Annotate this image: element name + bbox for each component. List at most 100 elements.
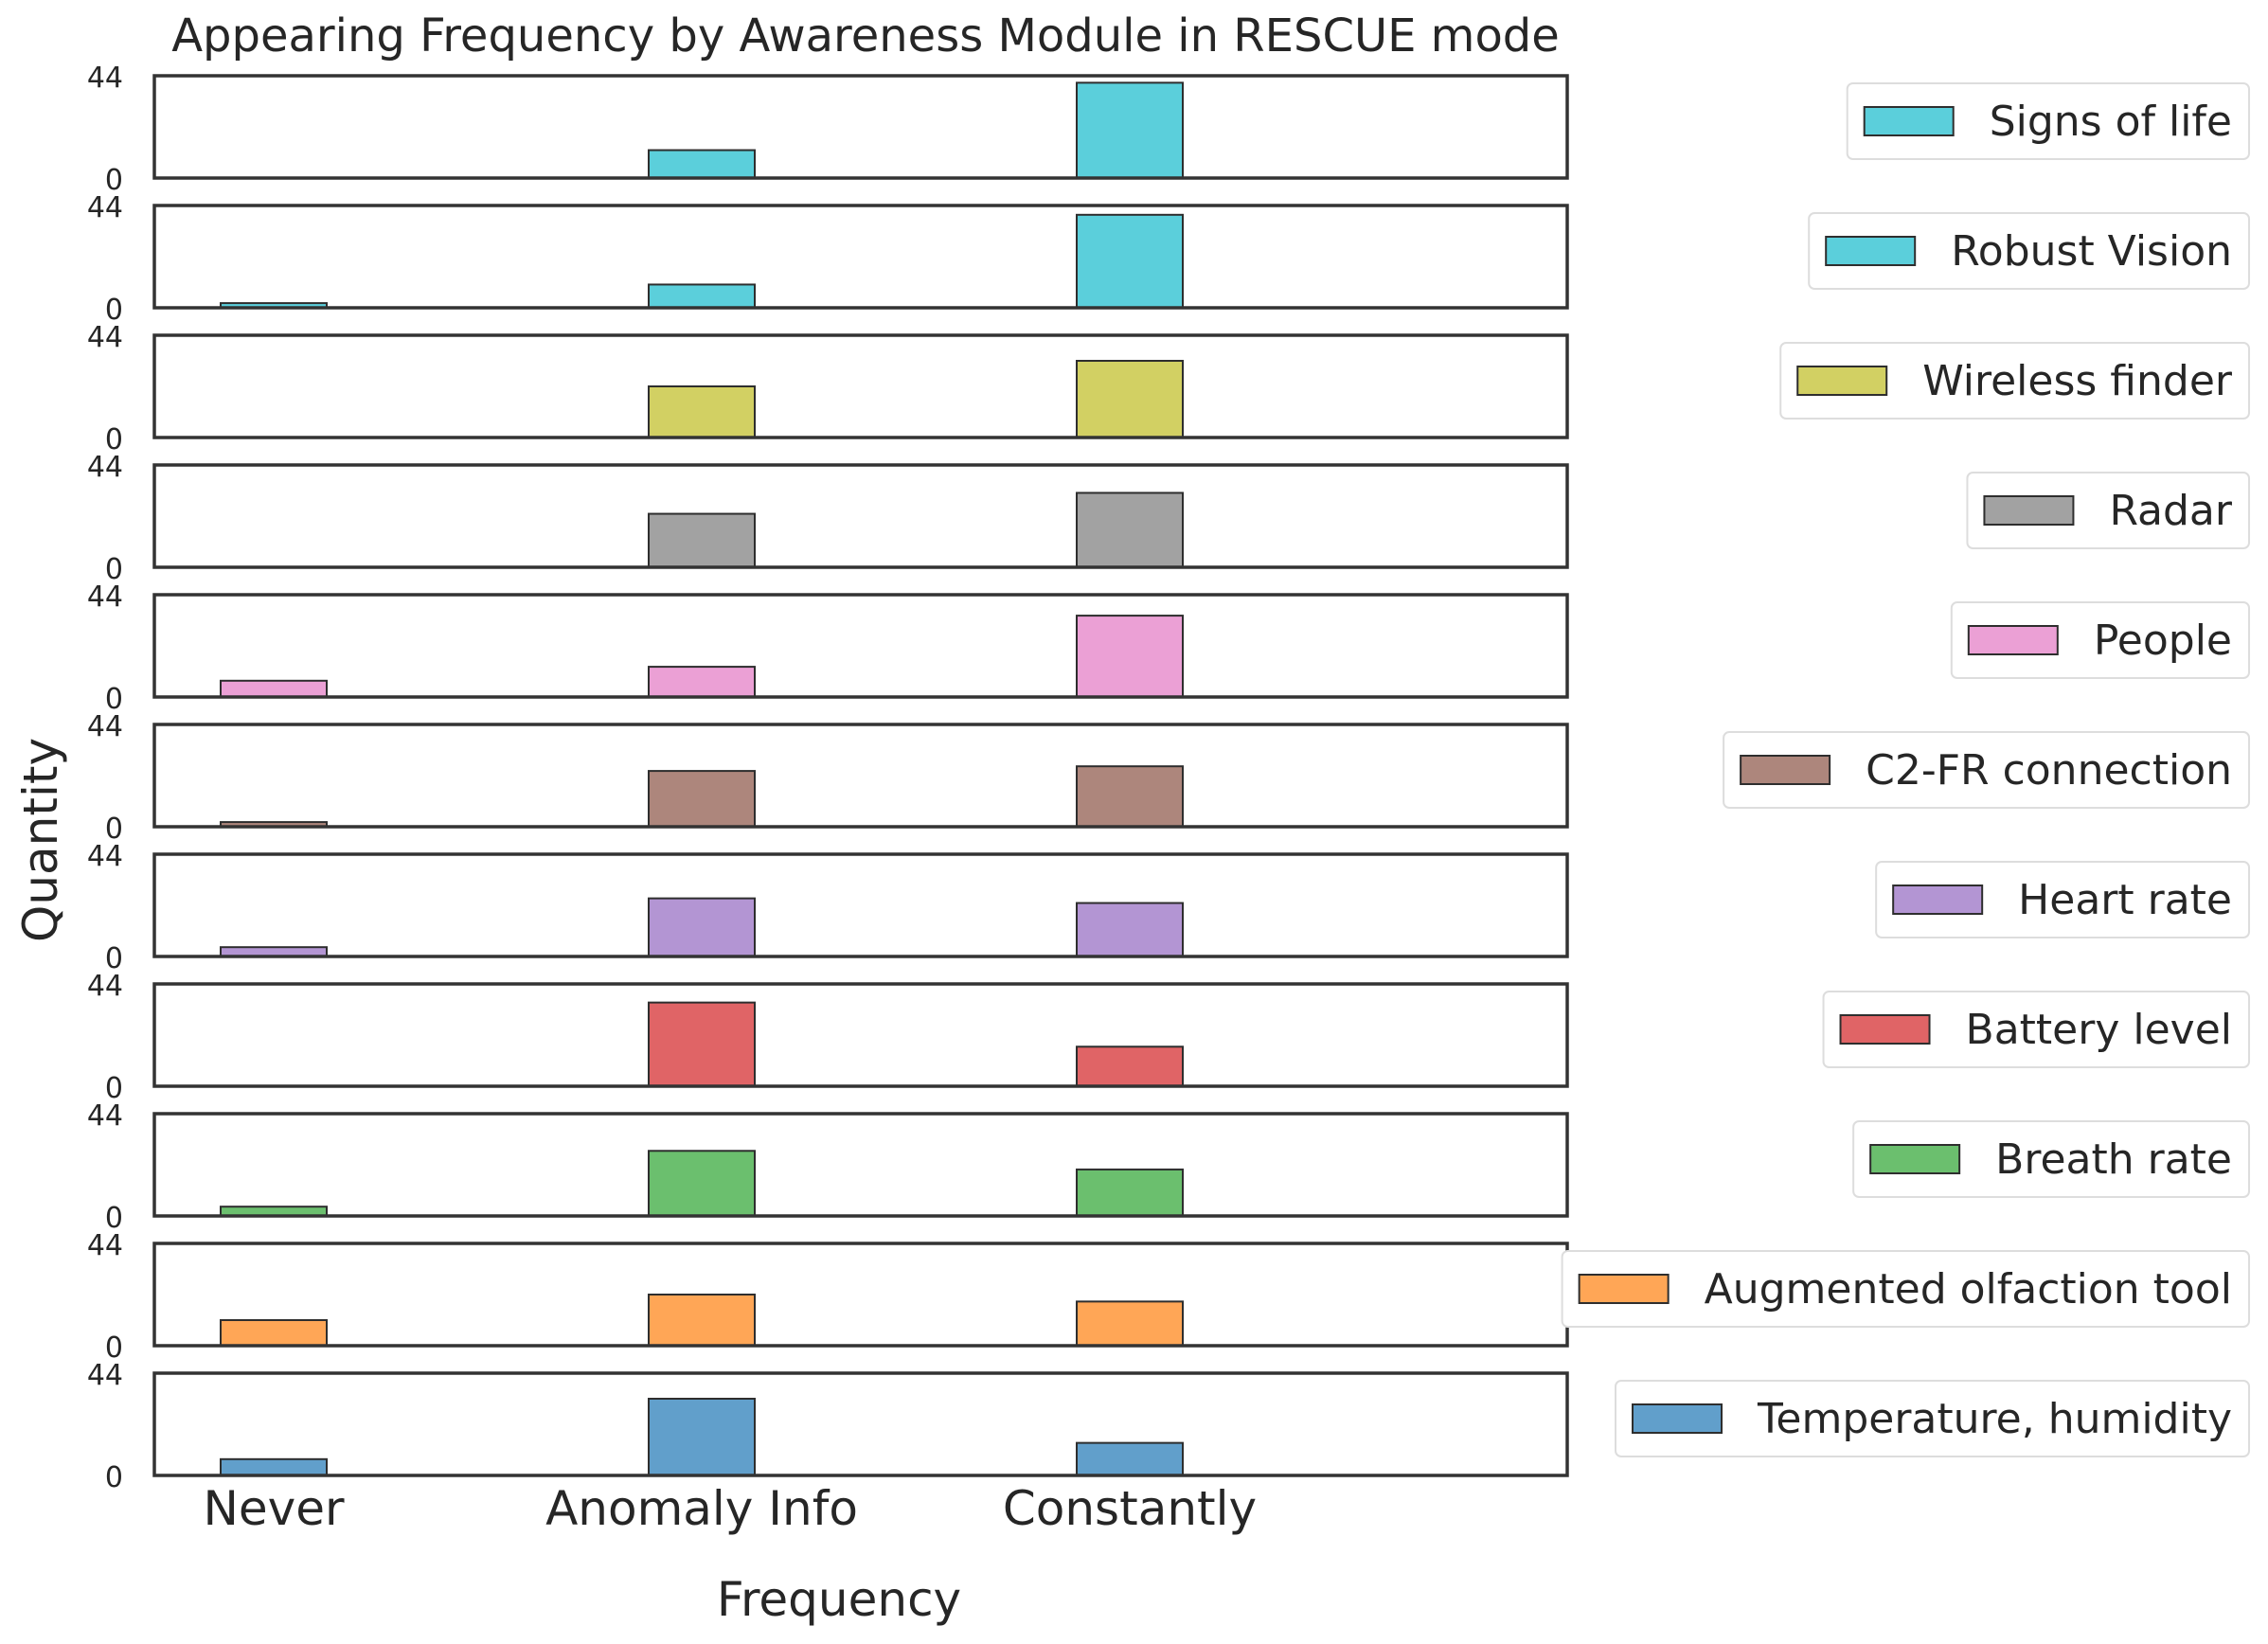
bar-augmented-olfaction-tool-never: [220, 1319, 328, 1347]
bar-heart-rate-constantly: [1076, 902, 1184, 958]
y-tick-label: 44: [87, 62, 123, 95]
legend-item-breath-rate: Breath rate: [1852, 1120, 2250, 1198]
legend-frame: [1808, 212, 2250, 290]
panel-frame: [152, 333, 1569, 439]
panel-frame: [152, 204, 1569, 310]
panel-frame: [152, 1112, 1569, 1218]
panel-temperature-humidity: 44 0: [87, 1359, 1569, 1494]
x-tick-labels: Never Anomaly Info Constantly: [203, 1481, 1257, 1536]
panel-robust-vision: 440: [87, 191, 1569, 327]
y-tick-label: 0: [105, 1461, 123, 1494]
legend-label: Temperature, humidity: [1757, 1395, 2232, 1443]
bar-radar-anomaly-info: [648, 512, 756, 569]
legend-frame: [1852, 1120, 2250, 1198]
bar-people-never: [220, 679, 328, 698]
legend-swatch: [1578, 1274, 1670, 1304]
panel-frame: [152, 1242, 1569, 1348]
panel-breath-rate: 440: [87, 1099, 1569, 1235]
legend-frame: [1822, 991, 2250, 1068]
y-tick-label: 0: [105, 942, 123, 975]
legend-frame: [1950, 601, 2250, 679]
bar-wireless-finder-constantly: [1076, 360, 1184, 438]
legend-swatch: [1983, 495, 2075, 526]
bar-temperature-humidity-constantly: [1076, 1441, 1184, 1476]
legend-swatch: [1740, 755, 1831, 785]
bar-people-constantly: [1076, 615, 1184, 698]
panel-augmented-olfaction-tool: 440: [87, 1229, 1569, 1365]
y-tick-label: 0: [105, 423, 123, 456]
y-tick-label: 0: [105, 813, 123, 846]
legend-label: Heart rate: [2018, 876, 2232, 924]
legend-label: Battery level: [1966, 1006, 2232, 1054]
bar-battery-level-constantly: [1076, 1045, 1184, 1087]
y-tick-label: 44: [87, 581, 123, 614]
legend-label: Augmented olfaction tool: [1705, 1265, 2232, 1313]
bar-temperature-humidity-never: [220, 1457, 328, 1477]
panel-frame: [152, 723, 1569, 829]
legend-swatch: [1839, 1014, 1931, 1045]
x-tick-constantly: Constantly: [1003, 1481, 1257, 1536]
panel-people: 44 0: [87, 581, 1569, 716]
y-tick-label: 44: [87, 1359, 123, 1392]
legend-item-heart-rate: Heart rate: [1875, 861, 2250, 938]
legend-label: People: [2094, 616, 2232, 665]
legend-item-augmented-olfaction-tool: Augmented olfaction tool: [1561, 1250, 2250, 1328]
bar-heart-rate-anomaly-info: [648, 897, 756, 957]
y-tick-label: 44: [87, 451, 123, 484]
y-tick-label: 0: [105, 683, 123, 716]
legend-swatch: [1967, 625, 2059, 655]
bar-augmented-olfaction-tool-anomaly-info: [648, 1294, 756, 1347]
legend-label: Breath rate: [1995, 1135, 2232, 1184]
chart-title: Appearing Frequency by Awareness Module …: [171, 9, 1560, 63]
legend-item-temperature-humidity: Temperature, humidity: [1615, 1380, 2250, 1457]
panel-frame: [152, 593, 1569, 699]
bar-robust-vision-constantly: [1076, 213, 1184, 309]
legend-swatch: [1892, 885, 1984, 915]
legend-frame: [1846, 82, 2250, 160]
bar-c2-fr-connection-anomaly-info: [648, 770, 756, 828]
bar-people-anomaly-info: [648, 666, 756, 698]
panel-frame: [152, 1371, 1569, 1477]
panel-battery-level: 440: [87, 970, 1569, 1105]
x-tick-anomaly-info: Anomaly Info: [545, 1481, 858, 1536]
x-axis-label: Frequency: [717, 1572, 961, 1627]
legend-label: Wireless finder: [1922, 357, 2233, 405]
legend-swatch: [1825, 236, 1917, 266]
y-tick-label: 0: [105, 553, 123, 586]
bar-c2-fr-connection-constantly: [1076, 765, 1184, 829]
y-tick-label: 44: [87, 840, 123, 873]
legend-item-people: People: [1950, 601, 2250, 679]
bar-signs-of-life-anomaly-info: [648, 149, 756, 180]
legend-swatch: [1863, 106, 1955, 136]
legend-frame: [1723, 731, 2250, 809]
panel-frame: [152, 74, 1569, 180]
panel-radar: 44 0: [87, 451, 1569, 586]
bar-temperature-humidity-anomaly-info: [648, 1398, 756, 1476]
y-tick-label: 44: [87, 191, 123, 224]
y-tick-label: 44: [87, 970, 123, 1003]
bar-radar-constantly: [1076, 491, 1184, 568]
panel-heart-rate: 44 0: [87, 840, 1569, 975]
bar-wireless-finder-anomaly-info: [648, 385, 756, 438]
panel-frame: [152, 982, 1569, 1088]
legend-item-battery-level: Battery level: [1822, 991, 2250, 1068]
x-tick-never: Never: [203, 1481, 345, 1536]
legend-item-wireless-finder: Wireless finder: [1779, 342, 2250, 420]
y-tick-label: 44: [87, 1229, 123, 1262]
legend-item-radar: Radar: [1966, 472, 2250, 549]
legend-frame: [1561, 1250, 2250, 1328]
bar-breath-rate-anomaly-info: [648, 1150, 756, 1217]
bar-augmented-olfaction-tool-constantly: [1076, 1300, 1184, 1348]
bar-breath-rate-constantly: [1076, 1168, 1184, 1217]
legend-swatch: [1632, 1403, 1723, 1434]
legend-frame: [1615, 1380, 2250, 1457]
legend-swatch: [1869, 1144, 1961, 1174]
legend-label: Robust Vision: [1951, 227, 2232, 276]
legend-frame: [1779, 342, 2250, 420]
panel-frame: [152, 852, 1569, 958]
legend-swatch: [1796, 366, 1888, 396]
y-tick-label: 44: [87, 1099, 123, 1133]
y-tick-label: 0: [105, 164, 123, 197]
bar-signs-of-life-constantly: [1076, 81, 1184, 179]
